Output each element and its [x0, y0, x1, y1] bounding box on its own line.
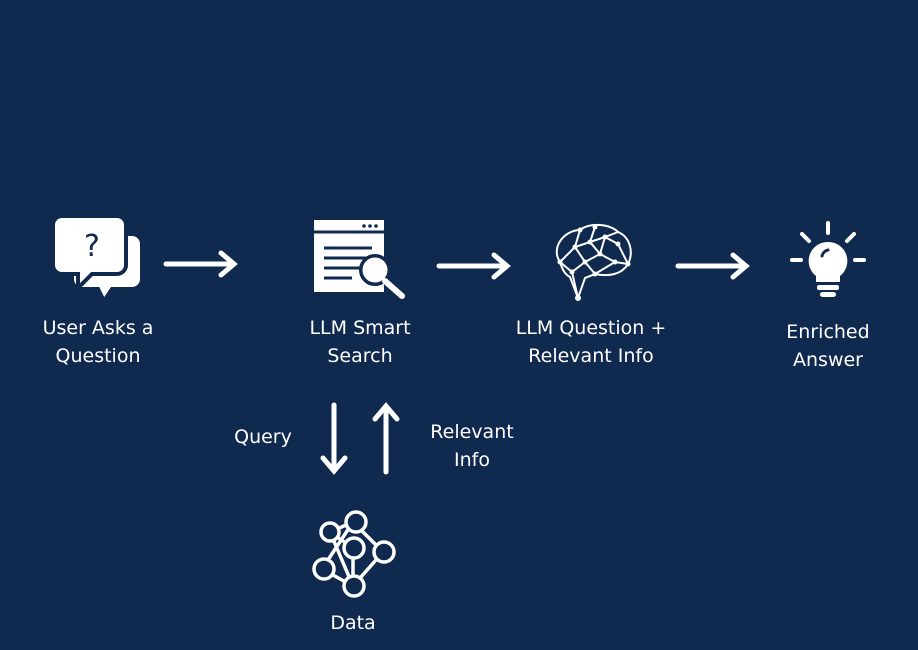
step-label-line: Enriched: [786, 321, 870, 343]
arrow-right-icon: [675, 252, 750, 280]
arrow-right-icon: [436, 252, 511, 280]
step-label-question-info: LLM Question + Relevant Info: [516, 314, 667, 370]
step-label-line: User Asks a: [42, 317, 154, 339]
arrow-up-icon: [372, 402, 400, 475]
relevant-info-line: Info: [454, 449, 490, 471]
relevant-info-label: Relevant Info: [430, 418, 513, 474]
search-document-icon: [314, 220, 405, 299]
relevant-info-line: Relevant: [430, 421, 514, 443]
data-network-icon: [312, 510, 396, 598]
step-label-line: Search: [327, 345, 393, 367]
svg-text:?: ?: [84, 229, 100, 264]
step-label-enriched-answer: Enriched Answer: [786, 318, 869, 374]
step-label-line: LLM Question +: [515, 317, 667, 339]
query-label: Query: [234, 426, 292, 448]
arrow-down-icon: [320, 402, 348, 475]
step-label-line: LLM Smart: [309, 317, 411, 339]
step-label-line: Question: [55, 345, 141, 367]
question-chat-icon: ?: [51, 214, 144, 305]
brain-network-icon: [555, 224, 632, 301]
step-label-user-question: User Asks a Question: [43, 314, 154, 370]
step-label-smart-search: LLM Smart Search: [309, 314, 410, 370]
lightbulb-icon: [790, 221, 866, 297]
step-label-line: Relevant Info: [528, 345, 654, 367]
step-label-line: Answer: [793, 349, 863, 371]
arrow-right-icon: [163, 250, 238, 278]
data-label: Data: [330, 612, 376, 634]
